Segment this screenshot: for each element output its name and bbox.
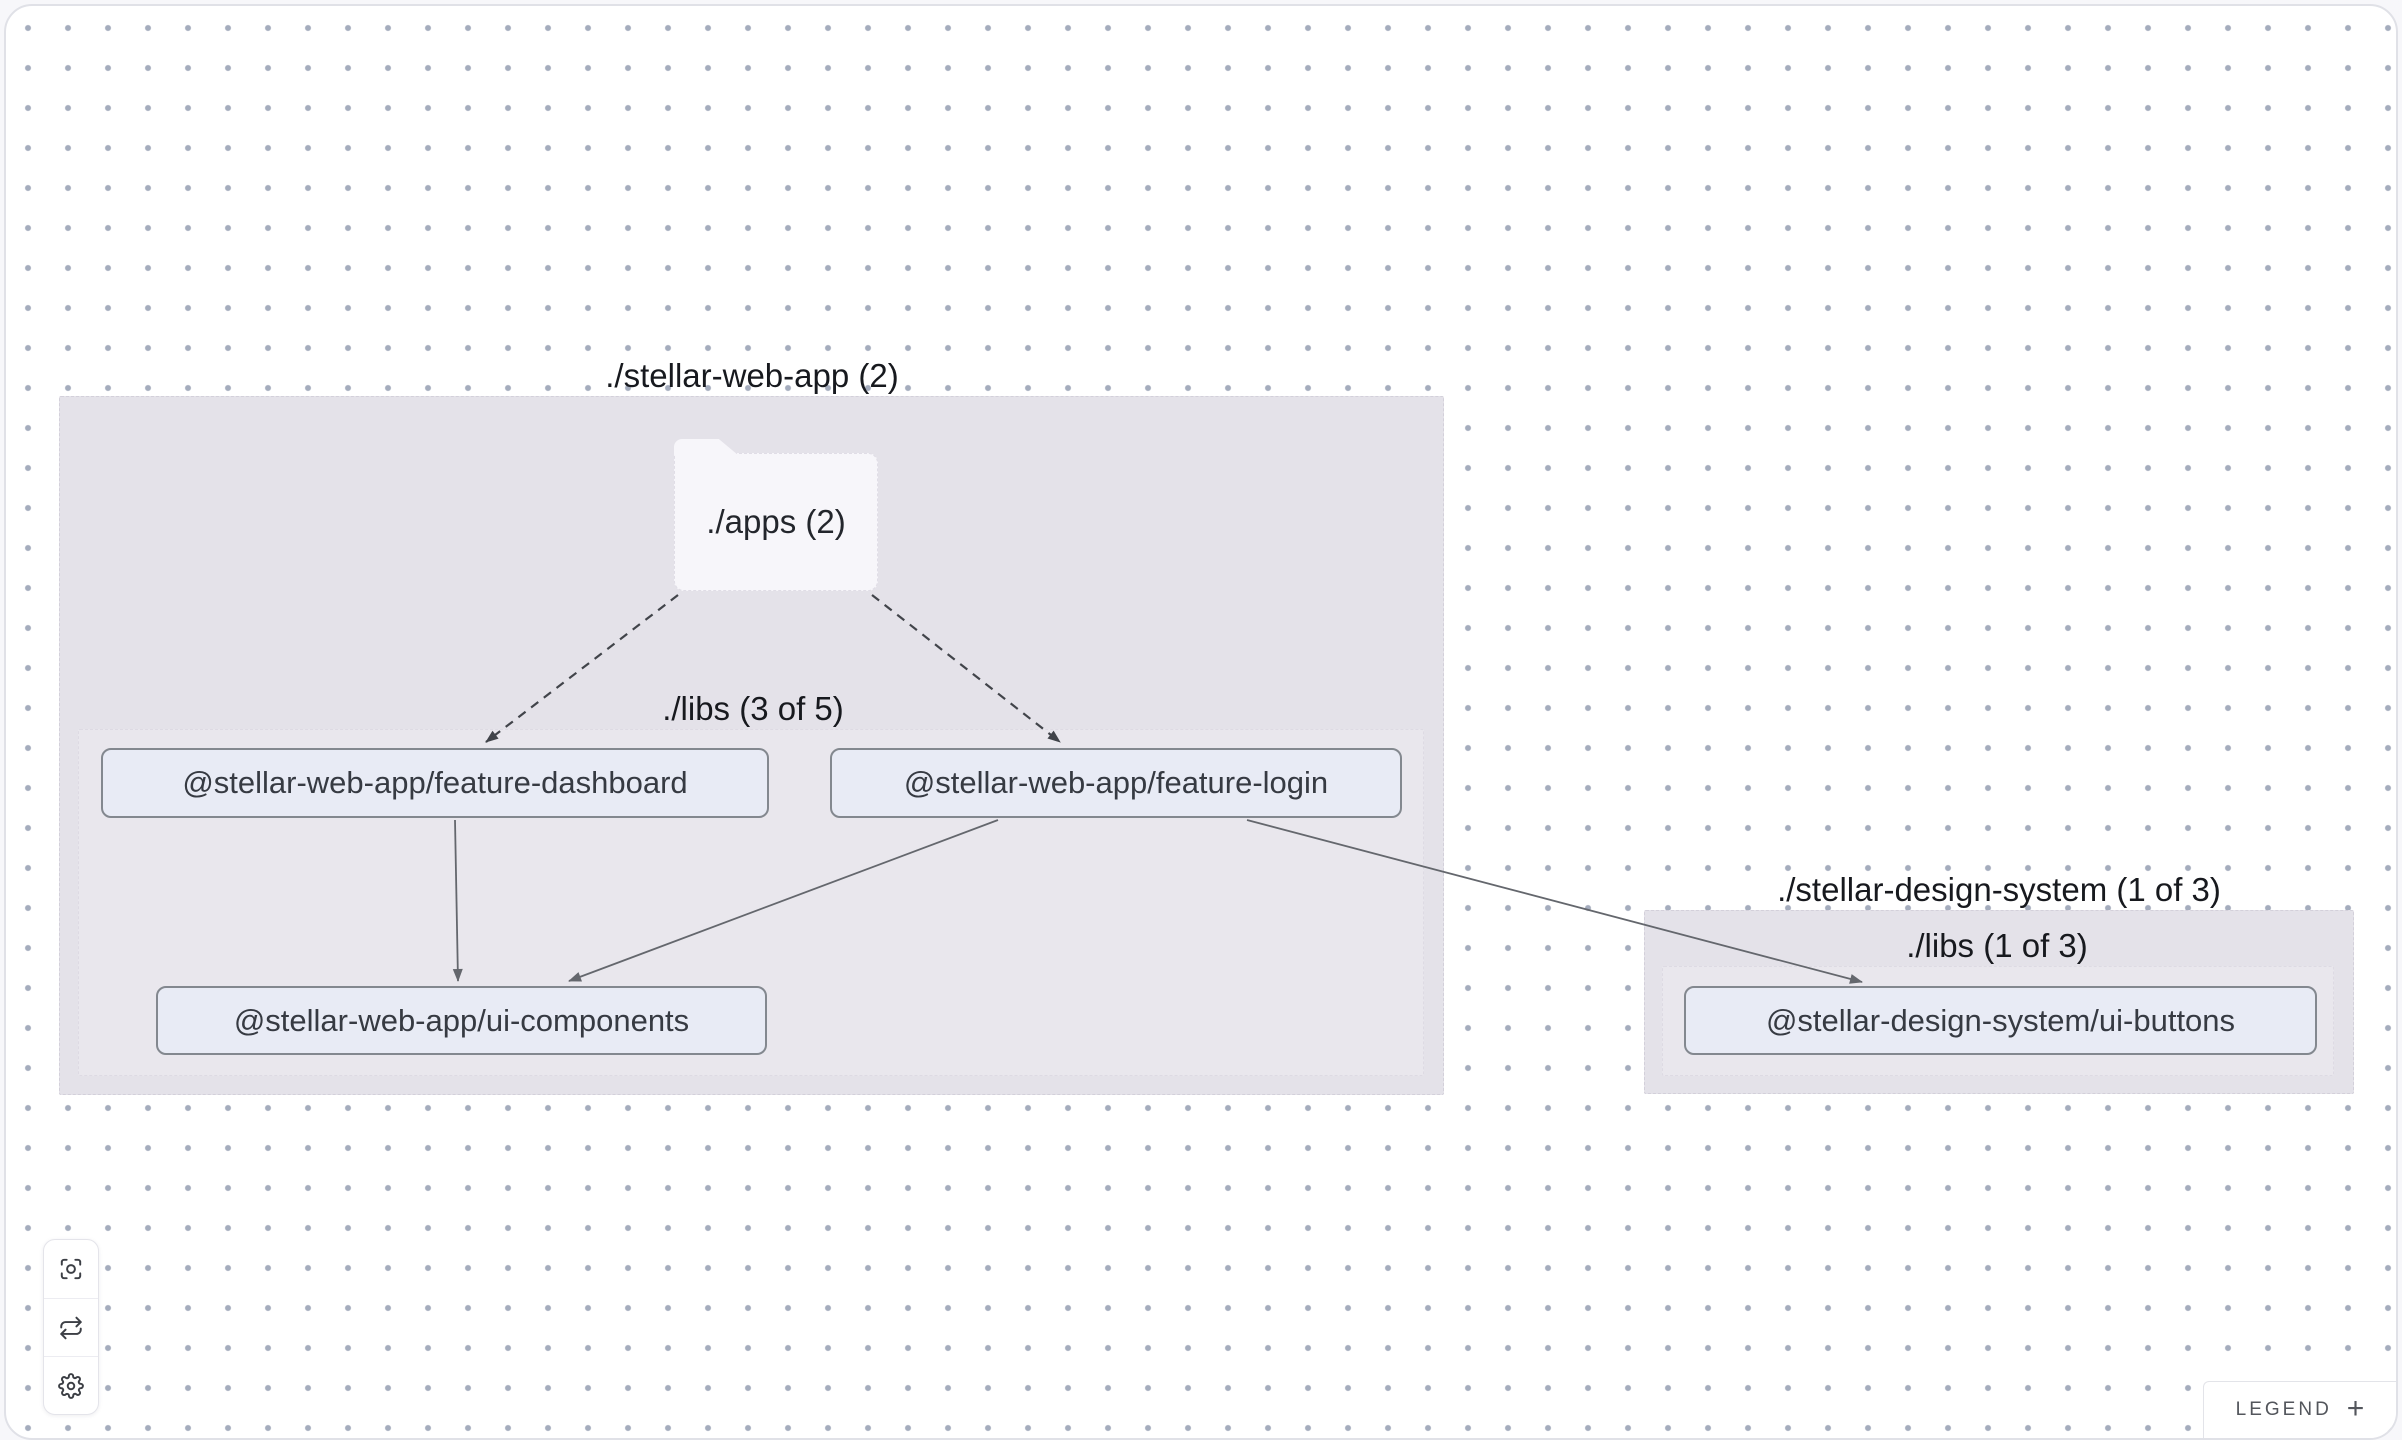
node-feature-dashboard[interactable]: @stellar-web-app/feature-dashboard [101,748,769,818]
legend-label: LEGEND [2235,1399,2332,1420]
center-graph-button[interactable] [44,1240,98,1298]
refresh-graph-button[interactable] [44,1298,98,1356]
group-label-stellar-web-app: ./stellar-web-app (2) [605,357,899,394]
graph-canvas[interactable]: ./stellar-web-app (2) ./libs (3 of 5) ./… [4,4,2398,1440]
dependency-edges [452,594,1863,984]
node-label-ui-components: @stellar-web-app/ui-components [233,1002,690,1038]
group-label-stellar-design-system-libs: ./libs (1 of 3) [1906,927,2088,964]
node-label-feature-login: @stellar-web-app/feature-login [903,765,1329,800]
legend-button[interactable]: LEGEND + [2203,1381,2396,1438]
graph-settings-button[interactable] [44,1356,98,1414]
graph-toolbar [43,1239,99,1415]
edge-feature-login-to-ui-components[interactable] [568,819,999,982]
node-ui-components[interactable]: @stellar-web-app/ui-components [156,986,767,1055]
edge-feature-dashboard-to-ui-components[interactable] [452,819,463,982]
group-label-stellar-web-app-libs: ./libs (3 of 5) [662,690,844,727]
edge-apps-to-feature-dashboard[interactable] [485,594,679,743]
gear-icon [58,1372,84,1399]
node-label-feature-dashboard: @stellar-web-app/feature-dashboard [182,765,688,800]
node-label-apps: ./apps (2) [706,503,846,540]
node-ui-buttons[interactable]: @stellar-design-system/ui-buttons [1684,986,2317,1055]
focus-icon [60,1258,82,1280]
edge-feature-login-to-ui-buttons[interactable] [1246,819,1863,984]
node-label-ui-buttons: @stellar-design-system/ui-buttons [1765,1002,2236,1038]
edge-apps-to-feature-login[interactable] [871,594,1061,743]
refresh-icon [60,1316,82,1339]
node-feature-login[interactable]: @stellar-web-app/feature-login [830,748,1402,818]
node-apps-folder[interactable]: ./apps (2) [674,453,878,591]
group-label-stellar-design-system: ./stellar-design-system (1 of 3) [1777,871,2221,908]
plus-icon: + [2346,1391,2365,1425]
